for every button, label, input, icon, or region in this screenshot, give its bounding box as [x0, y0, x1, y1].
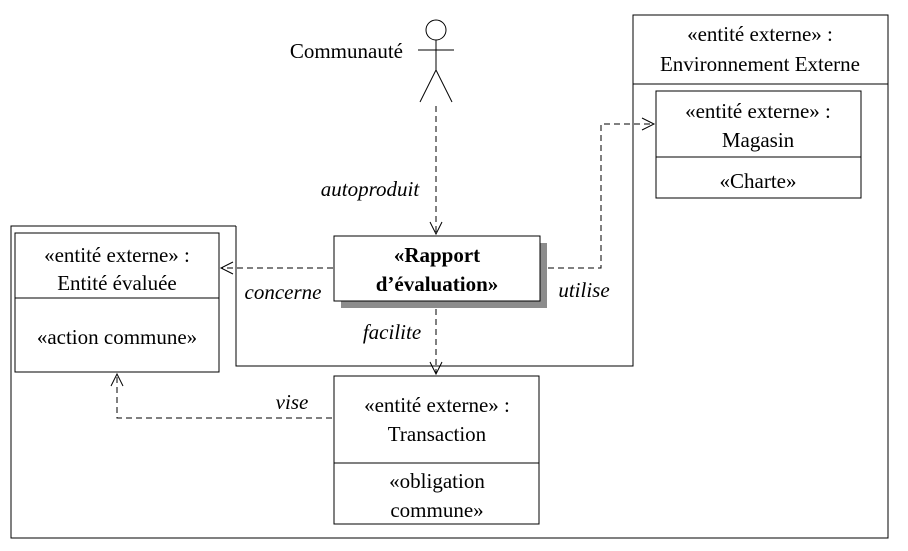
vise-arrowhead	[110, 372, 124, 387]
actor-head	[425, 19, 447, 41]
autoproduit-label: autoproduit	[321, 177, 421, 201]
entite-evaluee-name: Entité évaluée	[57, 271, 177, 295]
dependency-facilite[interactable]: facilite	[363, 309, 443, 376]
actor-name: Communauté	[290, 39, 403, 63]
rapport-line2: d’évaluation»	[376, 272, 499, 296]
vise-label: vise	[276, 390, 309, 414]
autoproduit-arrowhead	[429, 221, 443, 236]
actor-left-leg	[419, 69, 437, 103]
environment-stereotype: «entité externe» :	[687, 22, 833, 46]
entite-evaluee-box[interactable]: «entité externe» : Entité évaluée «actio…	[14, 232, 220, 373]
rapport-line1: «Rapport	[394, 243, 480, 267]
facilite-label: facilite	[363, 320, 421, 344]
actor-right-leg	[435, 69, 453, 103]
transaction-compartment-line2: commune»	[390, 498, 483, 522]
transaction-stereotype: «entité externe» :	[364, 393, 510, 417]
entite-evaluee-stereotype: «entité externe» :	[44, 243, 190, 267]
magasin-compartment: «Charte»	[720, 169, 797, 193]
facilite-arrowhead	[429, 361, 443, 376]
dependency-concerne[interactable]: concerne	[219, 261, 333, 304]
dependency-autoproduit[interactable]: autoproduit	[321, 106, 443, 236]
rapport-box[interactable]: «Rapport d’évaluation»	[333, 235, 547, 308]
magasin-box[interactable]: «entité externe» : Magasin «Charte»	[655, 90, 862, 199]
dependency-utilise[interactable]: utilise	[548, 117, 656, 302]
entite-evaluee-compartment: «action commune»	[37, 325, 197, 349]
concerne-label: concerne	[245, 280, 322, 304]
transaction-box[interactable]: «entité externe» : Transaction «obligati…	[333, 375, 540, 525]
environment-box[interactable]: «entité externe» : Environnement Externe	[235, 14, 889, 367]
actor-communaute[interactable]: Communauté	[290, 19, 454, 103]
environment-name: Environnement Externe	[660, 52, 860, 76]
concerne-arrowhead	[219, 261, 234, 275]
transaction-compartment-line1: «obligation	[389, 469, 485, 493]
magasin-name: Magasin	[722, 128, 795, 152]
utilise-arrowhead	[641, 117, 656, 131]
diagram-frame	[10, 15, 889, 539]
utilise-label: utilise	[558, 278, 609, 302]
transaction-name: Transaction	[388, 422, 487, 446]
magasin-stereotype: «entité externe» :	[685, 99, 831, 123]
dependency-vise[interactable]: vise	[110, 372, 332, 419]
